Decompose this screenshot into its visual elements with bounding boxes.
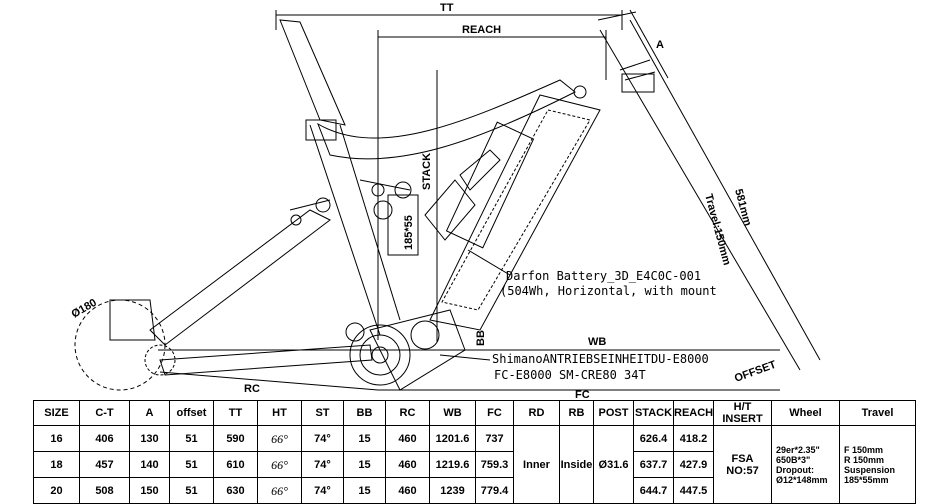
header-a: A [129, 400, 170, 426]
wheel-line4: Ø12*148mm [776, 474, 828, 485]
table-header-row: SIZE C-T A offset TT HT ST BB RC WB FC R… [33, 400, 916, 426]
fc-label: FC [575, 389, 590, 400]
seat-tube [279, 19, 401, 336]
cell-bb: 15 [343, 451, 386, 478]
header-wb: WB [429, 400, 476, 426]
header-fc: FC [475, 400, 514, 426]
travel-line3: Suspension [844, 464, 896, 475]
header-rc: RC [385, 400, 430, 426]
stack-dimension: STACK [421, 70, 438, 342]
header-rb: RB [559, 400, 594, 426]
tt-label: TT [440, 2, 454, 14]
header-size: SIZE [33, 400, 80, 426]
cell-reach: 427.9 [673, 451, 714, 478]
cell-stack: 626.4 [633, 425, 674, 452]
ht-insert-line2: NO:57 [726, 464, 759, 477]
down-tube [429, 94, 601, 331]
cell-fc: 737 [475, 425, 514, 452]
wheel-line1: 29er*2.35" [776, 444, 820, 455]
cell-offset: 51 [169, 425, 214, 452]
tt-dimension: TT [275, 2, 623, 30]
header-offset: offset [169, 400, 214, 426]
cell-rc: 460 [385, 451, 430, 478]
cell-travel: F 150mm R 150mm Suspension 185*55mm [839, 425, 916, 504]
cell-rb: Inside [559, 425, 594, 504]
a-dimension: A [597, 9, 669, 79]
seat-tube-top [345, 85, 587, 342]
motor-note-line2: FC-E8000 SM-CRE80 34T [494, 368, 646, 382]
cell-rc: 460 [385, 425, 430, 452]
ht-insert-line1: FSA [731, 452, 754, 465]
cell-offset: 51 [169, 451, 214, 478]
fork [599, 19, 821, 371]
battery-note-line2: (504Wh, Horizontal, with mount [500, 284, 717, 298]
header-tt: TT [213, 400, 258, 426]
cell-ct: 406 [79, 425, 130, 452]
cell-post: Ø31.6 [593, 425, 634, 504]
cell-st: 74° [301, 425, 344, 452]
geometry-table: SIZE C-T A offset TT HT ST BB RC WB FC R… [33, 400, 916, 504]
cell-rd: Inner [513, 425, 560, 504]
reach-label: REACH [462, 24, 501, 36]
cell-ht-insert: FSA NO:57 [713, 425, 772, 504]
header-wheel: Wheel [771, 400, 840, 426]
rc-label: RC [244, 383, 260, 395]
cell-ht: 66° [257, 425, 302, 452]
cell-a: 130 [129, 425, 170, 452]
cell-reach: 418.2 [673, 425, 714, 452]
cell-st: 74° [301, 451, 344, 478]
header-stack: STACK [633, 400, 674, 426]
wheel-line2: 650B*3" [776, 454, 811, 465]
battery-note-line1: Darfon Battery_3D_E4C0C-001 [506, 269, 701, 283]
a-label: A [656, 39, 664, 51]
top-tube [317, 79, 576, 160]
cell-tt: 610 [213, 451, 258, 478]
cell-size: 16 [33, 425, 80, 452]
water-bottle [424, 149, 501, 241]
header-rd: RD [513, 400, 560, 426]
travel-line2: R 150mm [844, 454, 885, 465]
motor [349, 309, 466, 391]
header-ht-insert: H/T INSERT [713, 400, 772, 426]
header-travel: Travel [839, 400, 916, 426]
cell-tt: 590 [213, 425, 258, 452]
frame-geometry-drawing: TT REACH A STACK WB RC FC BB OFFSET 581m… [70, 2, 821, 400]
reach-dimension: REACH [377, 24, 607, 340]
header-post: POST [593, 400, 634, 426]
rear-shock [359, 179, 419, 256]
cell-wb: 1219.6 [429, 451, 476, 478]
header-reach: REACH [673, 400, 714, 426]
header-ht: HT [257, 400, 302, 426]
wb-dimension: WB [158, 336, 780, 351]
header-st: ST [301, 400, 344, 426]
wheel-line3: Dropout: [776, 464, 814, 475]
cell-wheel: 29er*2.35" 650B*3" Dropout: Ø12*148mm [771, 425, 840, 504]
rear-triangle [74, 197, 373, 391]
cell-ct: 457 [79, 451, 130, 478]
stack-label: STACK [421, 153, 433, 190]
cell-offset: 51 [169, 477, 214, 504]
rc-fc-dimension: RC FC [159, 371, 780, 400]
cell-wb: 1201.6 [429, 425, 476, 452]
cell-bb: 15 [343, 425, 386, 452]
wb-label: WB [588, 336, 606, 348]
cell-size: 18 [33, 451, 80, 478]
travel-line1: F 150mm [844, 444, 884, 455]
offset-label: OFFSET [733, 359, 778, 385]
motor-note-line1: ShimanoANTRIEBSEINHEITDU-E8000 [492, 352, 709, 366]
table-row: 16 406 130 51 590 66° 74° 15 460 1201.6 … [33, 425, 916, 504]
bb-label: BB [475, 330, 487, 346]
shock-size-label: 185*55 [403, 215, 415, 250]
travel-line4: 185*55mm [844, 474, 889, 485]
header-bb: BB [343, 400, 386, 426]
cell-fc: 759.3 [475, 451, 514, 478]
header-ct: C-T [79, 400, 130, 426]
cell-ht: 66° [257, 451, 302, 478]
cell-a: 140 [129, 451, 170, 478]
cell-stack: 637.7 [633, 451, 674, 478]
